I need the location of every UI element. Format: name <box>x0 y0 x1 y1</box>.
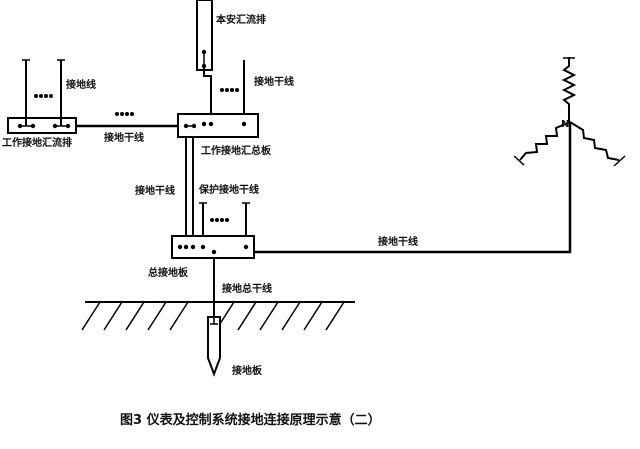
busbar-to-board-wires <box>203 60 245 118</box>
main-ground-board-label: 总接地板 <box>148 266 189 279</box>
neutral-ground-wire <box>254 122 572 254</box>
figure-caption: 图3 仪表及控制系统接地连接原理示意（二） <box>120 412 381 428</box>
ground-trunk-left-label: 接地干线 <box>104 131 144 144</box>
work-ground-busbar-label: 工作接地汇流排 <box>2 136 72 149</box>
work-ground-main-board <box>177 113 259 138</box>
mid-trunk-wires <box>185 137 194 247</box>
left-ellipsis-dots <box>34 94 53 98</box>
ground-trunk-top-label: 接地干线 <box>254 75 294 88</box>
earth-surface <box>81 301 355 331</box>
middle-ellipsis-dots <box>115 112 134 116</box>
protective-ground-trunk-label: 保护接地干线 <box>198 183 259 196</box>
ground-electrode <box>207 316 221 377</box>
ground-plate-label: 接地板 <box>232 364 263 377</box>
ben-an-busbar-label: 本安汇流排 <box>216 13 266 26</box>
neutral-label: N <box>561 119 569 130</box>
transformer-wye-winding <box>513 57 626 167</box>
ground-main-trunk-label: 接地总干线 <box>222 282 272 295</box>
top-ellipsis-dots <box>220 88 239 92</box>
ground-trunk-mid-label: 接地干线 <box>135 184 175 197</box>
work-ground-busbar <box>7 59 77 134</box>
ground-trunk-right-label: 接地干线 <box>378 235 418 248</box>
main-ground-board <box>171 235 255 259</box>
ben-an-busbar <box>196 0 213 71</box>
protective-ellipsis-dots <box>210 218 229 222</box>
work-ground-main-board-label: 工作接地汇总板 <box>201 144 272 157</box>
ground-wire-label: 接地线 <box>66 78 96 91</box>
